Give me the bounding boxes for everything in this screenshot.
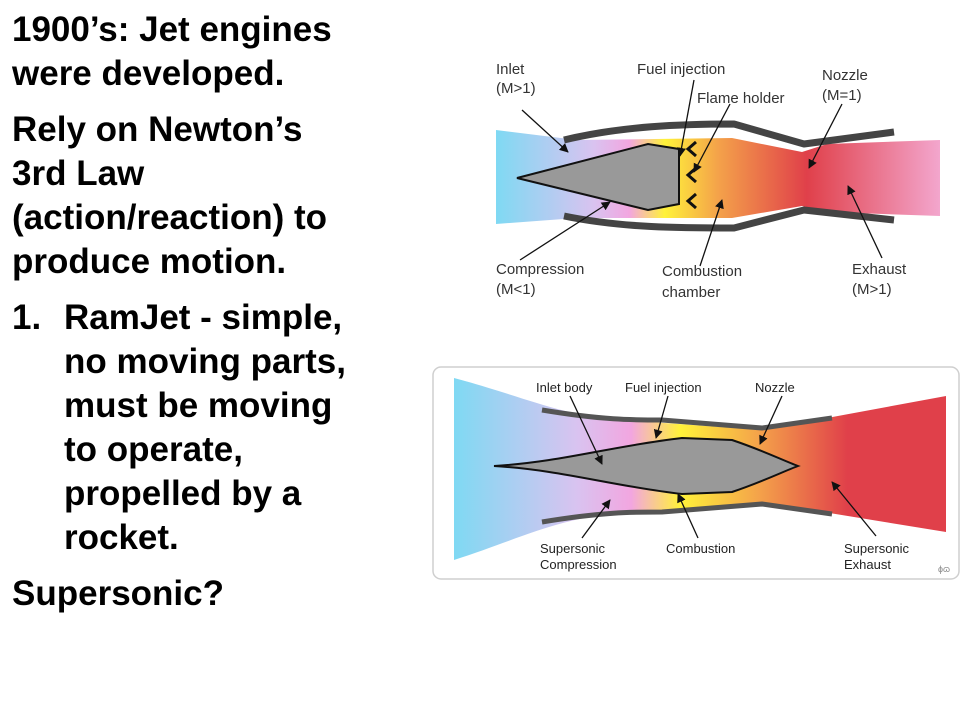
label-flame-holder: Flame holder	[697, 90, 785, 107]
inlet-leader	[521, 109, 569, 153]
upper-casing	[563, 120, 895, 148]
lower-casing	[541, 501, 833, 525]
list-body: RamJet - simple, no moving parts, must b…	[64, 296, 422, 560]
list-line: to operate,	[64, 430, 243, 469]
label-combustion: Combustion	[666, 541, 735, 556]
flame-holder-icon	[685, 140, 697, 210]
combustion-chamber-leader	[699, 199, 724, 267]
list-line: RamJet - simple,	[64, 298, 343, 337]
list-line: must be moving	[64, 386, 333, 425]
label-nozzle: Nozzle	[755, 380, 795, 395]
supersonic-exhaust-leader	[831, 481, 877, 537]
label-compression: Compression	[496, 261, 584, 278]
label-fuel-injection: Fuel injection	[625, 380, 702, 395]
list-line: propelled by a	[64, 474, 302, 513]
nozzle-leader	[759, 395, 783, 445]
label-compression-mach: (M<1)	[496, 281, 536, 298]
label-exhaust: Exhaust	[852, 261, 907, 278]
lower-casing	[563, 206, 895, 232]
heading-line: were developed.	[12, 54, 285, 93]
inlet-body	[493, 436, 801, 496]
upper-casing	[541, 407, 833, 431]
label-exhaust: Exhaust	[844, 557, 891, 572]
nozzle-leader	[808, 103, 843, 169]
signature-mark: ɸɷ	[938, 564, 950, 574]
supersonic-compression-leader	[581, 499, 611, 539]
label-supersonic-1: Supersonic	[540, 541, 606, 556]
label-compression: Compression	[540, 557, 617, 572]
intro-line: (action/reaction) to	[12, 198, 328, 237]
label-inlet-body: Inlet body	[536, 380, 593, 395]
slide-text: 1900’s: Jet engines were developed. Rely…	[12, 8, 422, 628]
list-line: rocket.	[64, 518, 179, 557]
ramjet-diagram-supersonic: Inlet body Fuel injection Nozzle Superso…	[432, 366, 960, 580]
label-inlet: Inlet	[496, 61, 525, 78]
inlet-body-leader	[569, 395, 603, 465]
intro-line: produce motion.	[12, 242, 287, 281]
label-nozzle-mach: (M=1)	[822, 87, 862, 104]
combustion-leader	[677, 493, 699, 539]
ramjet-diagram-subsonic: Inlet (M>1) Fuel injection Flame holder …	[496, 61, 940, 301]
heading-line: 1900’s: Jet engines	[12, 10, 332, 49]
intro-line: Rely on Newton’s	[12, 110, 303, 149]
label-fuel-injection: Fuel injection	[637, 61, 725, 78]
label-chamber: chamber	[662, 284, 720, 301]
list-line: no moving parts,	[64, 342, 346, 381]
label-nozzle: Nozzle	[822, 67, 868, 84]
label-supersonic-2: Supersonic	[844, 541, 910, 556]
exhaust-leader	[847, 185, 883, 259]
fuel-injection-leader	[653, 395, 669, 439]
center-body	[516, 142, 680, 212]
flame-holder-leader	[693, 103, 731, 173]
intro-line: 3rd Law	[12, 154, 145, 193]
fuel-injection-leader	[677, 79, 695, 157]
label-combustion: Combustion	[662, 263, 742, 280]
list-item-ramjet: 1. RamJet - simple, no moving parts, mus…	[12, 296, 422, 560]
intro-paragraph: Rely on Newton’s 3rd Law (action/reactio…	[12, 108, 422, 284]
label-inlet-mach: (M>1)	[496, 80, 536, 97]
trailing-text: Supersonic?	[12, 574, 224, 613]
compression-leader	[519, 201, 611, 261]
list-number: 1.	[12, 298, 42, 337]
heading: 1900’s: Jet engines were developed.	[12, 8, 422, 96]
label-exhaust-mach: (M>1)	[852, 281, 892, 298]
